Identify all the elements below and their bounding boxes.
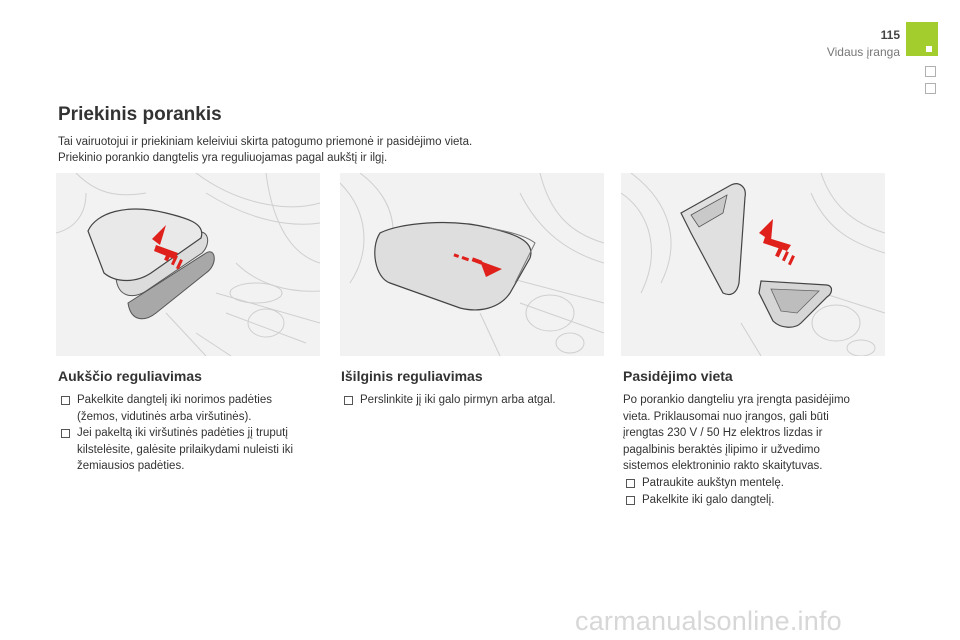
page-number: 115: [880, 28, 900, 42]
intro-line: Tai vairuotojui ir priekiniam keleiviui …: [58, 136, 473, 148]
section-heading-storage: Pasidėjimo vieta: [623, 368, 733, 384]
armrest-height-drawing: [56, 173, 320, 356]
section-body-slide: Perslinkite jį iki galo pirmyn arba atga…: [341, 392, 611, 409]
section-name: Vidaus įranga: [826, 45, 900, 59]
checkbox-bullet-icon: [344, 396, 353, 405]
paragraph-line: Po porankio dangteliu yra įrengta pasidė…: [623, 394, 850, 406]
bullet-line: (žemos, vidutinės arba viršutinės).: [77, 410, 252, 423]
armrest-slide-illustration: [340, 173, 604, 356]
checkbox-bullet-icon: [626, 478, 635, 488]
storage-paragraph: Po porankio dangteliu yra įrengta pasidė…: [623, 392, 903, 475]
bullet-line: Jei pakeltą iki viršutinės padėties jį t…: [77, 427, 288, 440]
chapter-tab-mark: [926, 46, 932, 52]
bullet-line: kilstelėsite, galėsite prilaikydami nule…: [77, 443, 294, 456]
list-item: Perslinkite jį iki galo pirmyn arba atga…: [341, 392, 611, 409]
bullet-line: Pakelkite iki galo dangtelį.: [642, 493, 775, 506]
armrest-storage-drawing: [621, 173, 885, 356]
bullet-line: Patraukite aukštyn mentelę.: [642, 476, 784, 489]
bullet-line: Pakelkite dangtelį iki norimos padėties: [77, 394, 272, 406]
section-heading-slide: Išilginis reguliavimas: [341, 368, 483, 384]
checkbox-bullet-icon: [61, 396, 70, 405]
paragraph-line: vieta. Priklausomai nuo įrangos, gali bū…: [623, 410, 829, 423]
section-heading-height: Aukščio reguliavimas: [58, 368, 202, 384]
page-title: Priekinis porankis: [58, 104, 222, 125]
paragraph-line: sistemos elektroninio rakto skaitytuvas.: [623, 460, 823, 473]
chapter-box: [925, 83, 936, 94]
armrest-slide-drawing: [340, 173, 604, 356]
checkbox-bullet-icon: [61, 429, 70, 439]
section-body-storage: Po porankio dangteliu yra įrengta pasidė…: [623, 392, 903, 508]
intro-line: Priekinio porankio dangtelis yra reguliu…: [58, 152, 388, 164]
bullet-line: žemiausios padėties.: [77, 460, 185, 473]
paragraph-line: pagalbinis beraktės įlipimo ir užvedimo: [623, 443, 820, 456]
checkbox-bullet-icon: [626, 495, 635, 505]
watermark: carmanualsonline.info: [575, 606, 842, 636]
list-item: Jei pakeltą iki viršutinės padėties jį t…: [58, 425, 328, 475]
list-item: Patraukite aukštyn mentelę.: [623, 475, 903, 492]
paragraph-line: įrengtas 230 V / 50 Hz elektros lizdas i…: [623, 427, 823, 440]
section-body-height: Pakelkite dangtelį iki norimos padėties …: [58, 392, 328, 475]
list-item: Pakelkite dangtelį iki norimos padėties …: [58, 392, 328, 425]
chapter-tab: [906, 22, 938, 56]
list-item: Pakelkite iki galo dangtelį.: [623, 492, 903, 509]
armrest-storage-illustration: [621, 173, 885, 356]
armrest-height-illustration: [56, 173, 320, 356]
chapter-box: [925, 66, 936, 77]
intro-text: Tai vairuotojui ir priekiniam keleiviui …: [58, 134, 578, 166]
bullet-line: Perslinkite jį iki galo pirmyn arba atga…: [360, 394, 556, 406]
